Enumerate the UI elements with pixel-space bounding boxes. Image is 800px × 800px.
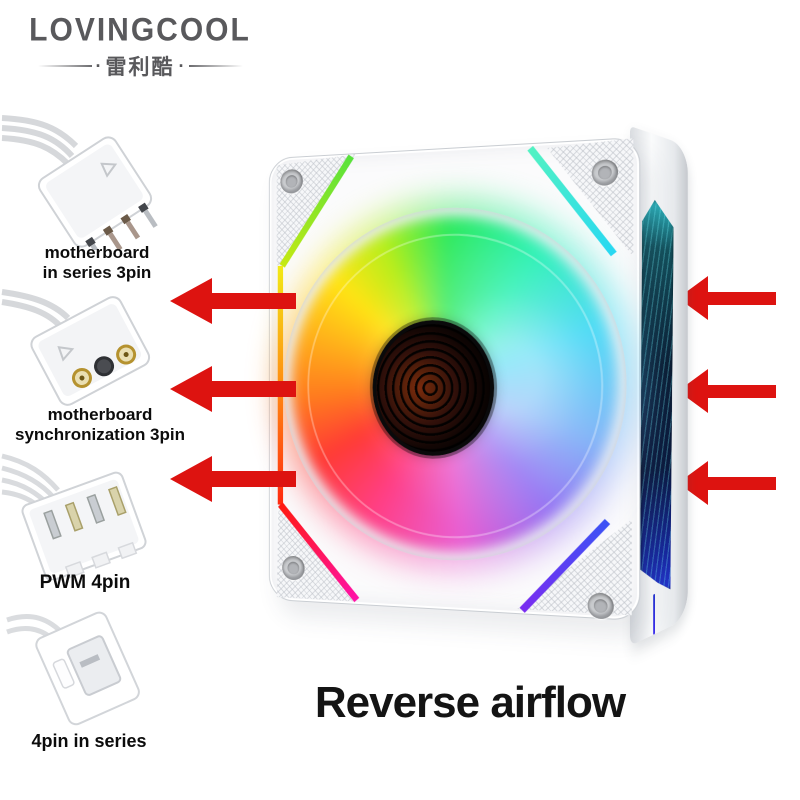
rotor-rgb-glow [275,189,638,580]
blade-ring-highlight [307,228,604,545]
fan-side-led-bar [639,196,673,602]
screw-hole-top-right [591,158,619,187]
screw-hole-bottom-left [282,555,305,581]
label-line: PWM 4pin [39,572,131,593]
brand-name: LOVINGCOOL [29,12,251,49]
connector-3pin-female-illustration [1,289,151,406]
brand-logo: LOVINGCOOL · 雷利酷 · [26,12,254,81]
airflow-arrow-right-1-icon [678,276,776,320]
rotor-rainbow-blades [291,209,619,560]
connector-label-pwm-4pin: PWM 4pin [16,572,154,594]
connector-label-synchronization-3pin: motherboard synchronization 3pin [2,405,198,445]
separator-dot-left: · [95,56,102,76]
airflow-arrow-right-3-icon [678,461,776,505]
brand-subtitle: · 雷利酷 · [26,51,254,81]
connector-4pin-in-series-illustration [6,611,140,726]
fan-hub-infinity-mirror [372,319,495,457]
label-line: motherboard [47,405,153,424]
fan-front-frame [268,136,641,622]
corner-texture-top-left [273,154,360,270]
brand-chinese-name: 雷利酷 [105,56,175,79]
separator-dot-right: · [178,56,185,76]
decorative-line-left [37,65,92,67]
connector-label-4pin-in-series: 4pin in series [10,731,168,752]
screw-hole-top-left [280,168,303,194]
rotor-opening [283,200,627,569]
label-line: 4pin in series [31,731,147,751]
connector-3pin-male-illustration [1,115,158,250]
connector-label-in-series-3pin: motherboard in series 3pin [8,243,186,283]
corner-texture-top-right [543,138,637,264]
frame-accent-strips [270,138,639,620]
corner-texture-bottom-right [507,509,637,618]
airflow-arrow-left-3-icon [170,456,296,502]
label-line: in series 3pin [42,263,152,283]
screw-hole-bottom-right [587,592,614,620]
product-caption: Reverse airflow [314,678,626,727]
airflow-arrow-left-1-icon [170,278,296,324]
decorative-line-right [188,65,243,67]
corner-texture-bottom-left [273,488,364,604]
airflow-arrow-left-2-icon [170,366,296,412]
label-line: motherboard [44,243,150,262]
label-line: synchronization 3pin [14,425,186,445]
airflow-arrow-right-2-icon [678,369,776,413]
connector-pwm-4pin-illustration [1,453,147,580]
